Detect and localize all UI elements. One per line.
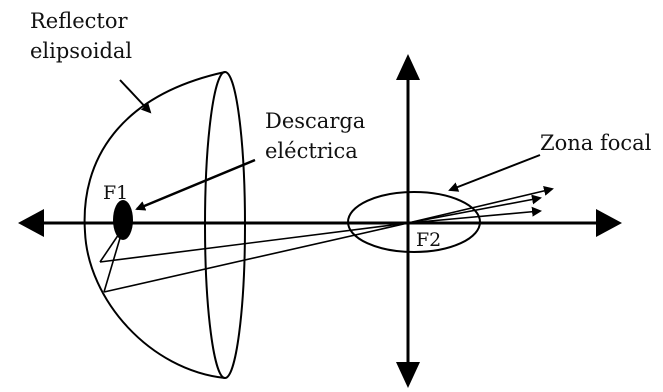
reflector-label-line1: Reflector [30,9,129,33]
reflector-label-line2: elipsoidal [30,39,132,63]
discharge-label-line2: eléctrica [265,139,358,163]
f1-label: F1 [103,182,128,204]
axis-left-arrowhead [18,209,44,237]
reflector-rim-ellipse [204,71,246,379]
discharge-pointer-arrow [135,158,256,211]
axis-top-arrowhead [396,54,420,80]
discharge-label-line1: Descarga [265,109,365,133]
focal-zone-ellipse [347,191,481,253]
focal-zone-pointer-arrow [448,154,541,192]
electric-discharge-spot [113,200,133,240]
focal-zone-label: Zona focal [540,131,652,155]
f2-label: F2 [416,229,441,251]
axis-bottom-arrowhead [396,362,420,388]
horizontal-axis [18,209,622,237]
light-rays [99,185,554,293]
reflector-pointer-arrow [119,79,152,114]
reflector-outer-curve [83,71,226,379]
axis-right-arrowhead [596,209,622,237]
vertical-axis [396,54,420,388]
